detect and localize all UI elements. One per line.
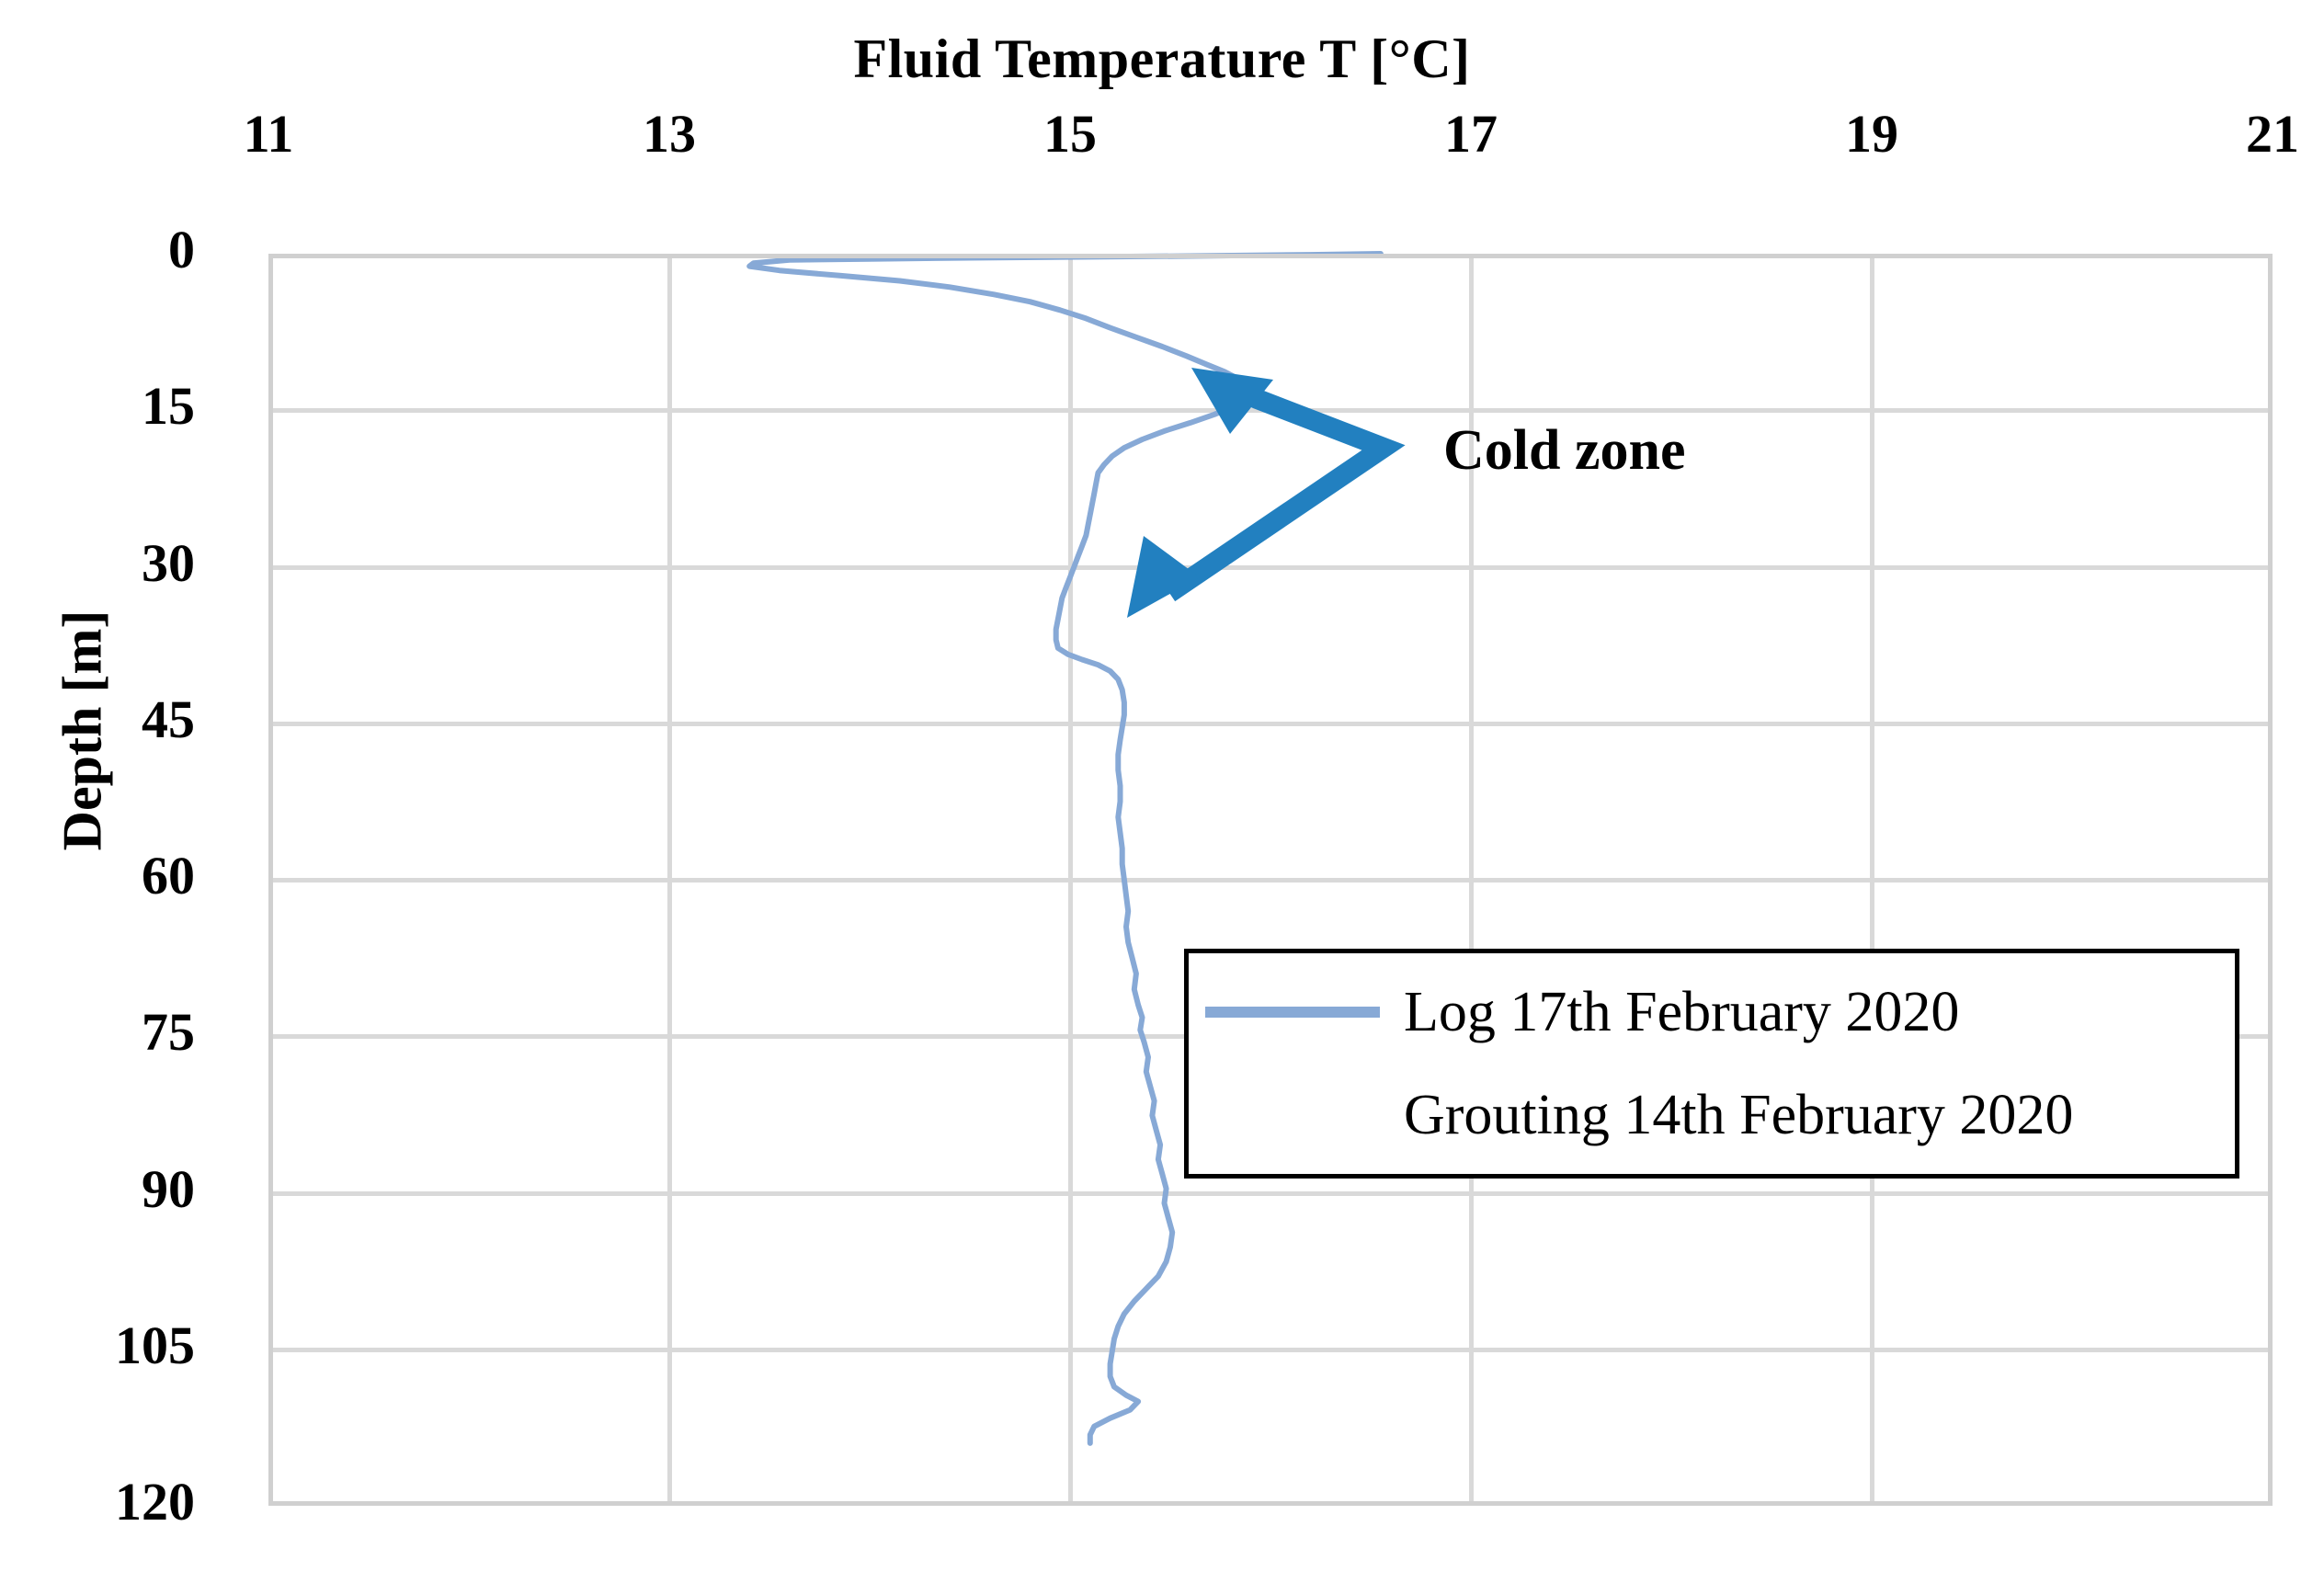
y-tick-label: 75 bbox=[142, 1002, 195, 1063]
x-tick-label: 15 bbox=[1043, 104, 1097, 164]
y-tick-label: 105 bbox=[115, 1315, 195, 1375]
y-axis-title: Depth [m] bbox=[51, 609, 113, 851]
y-tick-label: 30 bbox=[142, 532, 195, 593]
x-tick-label: 21 bbox=[2246, 104, 2299, 164]
y-tick-label: 0 bbox=[168, 220, 195, 279]
x-tick-label: 17 bbox=[1444, 104, 1498, 164]
plot-area bbox=[268, 254, 2273, 1506]
x-tick-label: 19 bbox=[1845, 104, 1898, 164]
series-log-17th-february-2020 bbox=[268, 254, 2273, 1506]
temperature-profile-line bbox=[749, 254, 1381, 1443]
x-tick-label: 13 bbox=[643, 104, 696, 164]
legend-label: Grouting 14th February 2020 bbox=[1404, 1083, 2074, 1146]
legend-item: Grouting 14th February 2020 bbox=[1189, 1064, 2235, 1167]
legend-label: Log 17th February 2020 bbox=[1404, 980, 1960, 1043]
grid-line-horizontal bbox=[268, 1190, 2273, 1196]
legend-line-swatch bbox=[1205, 1007, 1380, 1018]
chart-title: Fluid Temperature T [°C] bbox=[853, 28, 1471, 89]
y-tick-label: 45 bbox=[142, 689, 195, 749]
legend-blank-swatch bbox=[1205, 1110, 1380, 1121]
legend: Log 17th February 2020 Grouting 14th Feb… bbox=[1184, 949, 2239, 1179]
x-tick-label: 11 bbox=[243, 104, 294, 164]
y-tick-label: 15 bbox=[142, 376, 195, 437]
y-tick-label: 60 bbox=[142, 846, 195, 905]
grid-line-horizontal bbox=[268, 1347, 2273, 1352]
grid-line-horizontal bbox=[268, 721, 2273, 726]
grid-line-horizontal bbox=[268, 878, 2273, 883]
plot-border bbox=[268, 254, 2273, 1506]
cold-zone-label: Cold zone bbox=[1443, 419, 1686, 482]
legend-item: Log 17th February 2020 bbox=[1189, 961, 2235, 1064]
y-tick-label: 90 bbox=[142, 1158, 195, 1219]
y-tick-label: 120 bbox=[115, 1472, 195, 1532]
